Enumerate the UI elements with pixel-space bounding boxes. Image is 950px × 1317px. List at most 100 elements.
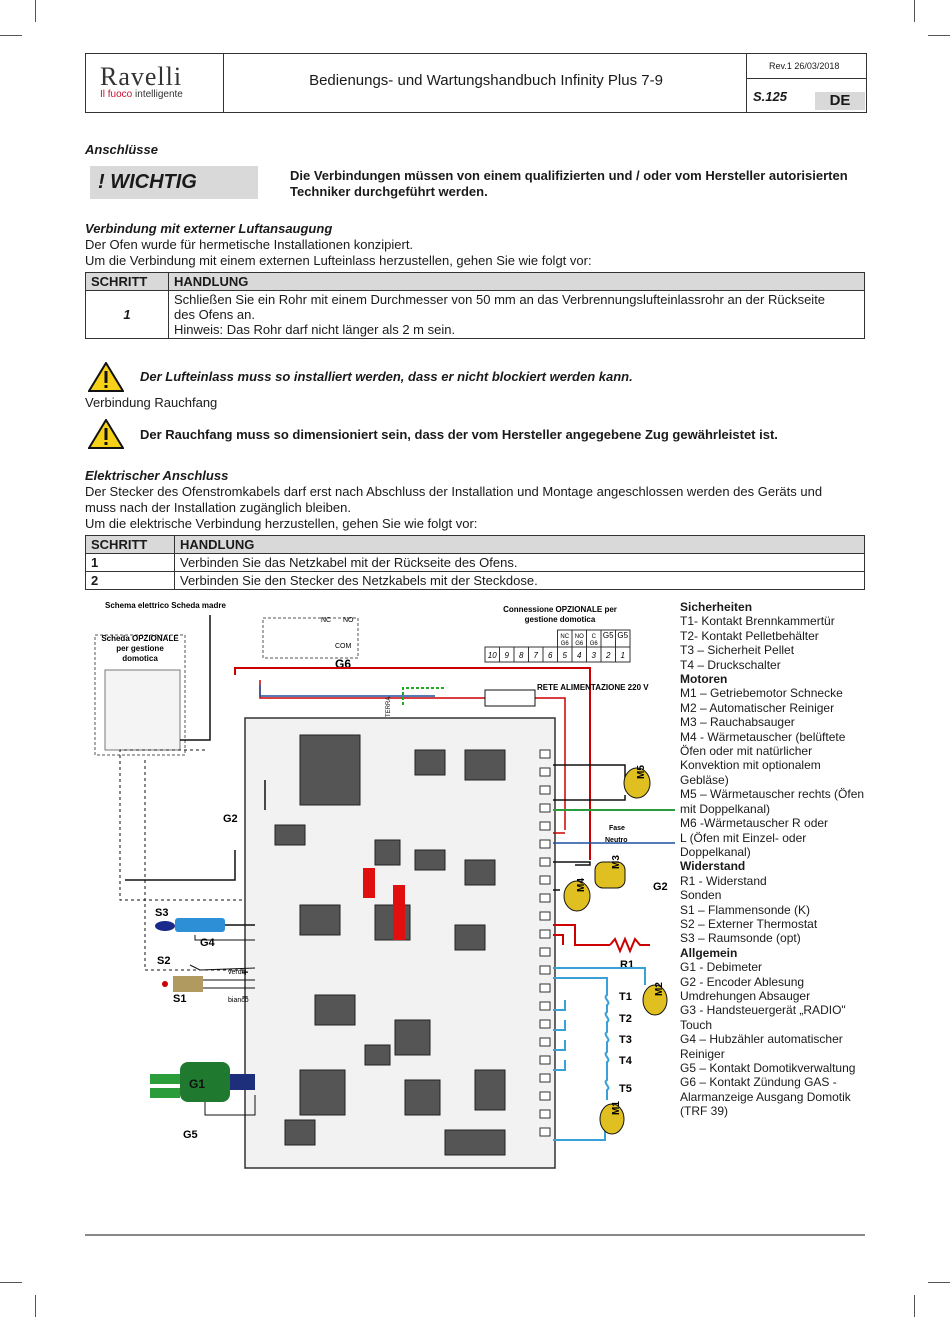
legend-item: M1 – Getriebemotor Schnecke xyxy=(680,686,843,701)
connector-label: G5 xyxy=(603,631,614,640)
label-s2: S2 xyxy=(157,955,170,967)
terminal-pin xyxy=(539,1055,551,1065)
label-g2-right: G2 xyxy=(653,881,668,893)
tagline-rest: intelligente xyxy=(135,89,183,100)
legend-heading: Sicherheiten xyxy=(680,600,753,614)
terminal-pin xyxy=(539,1127,551,1137)
revision-text: Rev.1 26/03/2018 xyxy=(769,61,840,71)
legend-item: Reiniger xyxy=(680,1046,725,1061)
warning-text-chimney: Der Rauchfang muss so dimensioniert sein… xyxy=(140,427,778,442)
crop-mark xyxy=(0,1282,22,1283)
motor-m1 xyxy=(599,1103,625,1135)
legend-item: G3 - Handsteuergerät „RADIO" xyxy=(680,1003,846,1018)
wire-dashed xyxy=(119,749,245,901)
board-component xyxy=(474,1069,506,1111)
step-number: 1 xyxy=(85,290,169,339)
connector-number: 4 xyxy=(577,651,582,660)
main-board xyxy=(244,717,556,1169)
legend-item: M5 – Wärmetauscher rechts (Öfen xyxy=(680,787,865,802)
board-component xyxy=(444,1129,506,1156)
connector-label: G6 xyxy=(590,641,599,647)
terminal-pin xyxy=(539,767,551,777)
legend-item: T2- Kontakt Pelletbehälter xyxy=(680,628,819,643)
label-m2: M2 xyxy=(654,982,665,996)
warning-icon xyxy=(88,362,124,392)
page-header: Ravelli Il fuoco intelligente Bedienungs… xyxy=(85,53,867,113)
legend-item: S3 – Raumsonde (opt) xyxy=(680,931,801,946)
motor-m3 xyxy=(594,861,626,889)
power-connector xyxy=(484,689,536,707)
mains-label: RETE ALIMENTAZIONE 220 V xyxy=(537,683,649,692)
language-badge: DE xyxy=(815,92,865,110)
wire-m1 xyxy=(553,1125,606,1141)
motor-m4 xyxy=(563,880,591,912)
relay-com: COM xyxy=(335,643,352,650)
legend-item: T1- Kontakt Brennkammertür xyxy=(680,614,835,629)
ravelli-logo: Ravelli Il fuoco intelligente xyxy=(86,54,224,112)
brand-tagline: Il fuoco intelligente xyxy=(100,89,183,100)
table-header: HANDLUNG xyxy=(168,272,865,291)
fase-label: Fase xyxy=(609,825,625,832)
g1-debimeter xyxy=(180,1062,230,1102)
legend-item: Alarmanzeige Ausgang Domotik xyxy=(680,1089,851,1104)
subsection-title-chimney: Verbindung Rauchfang xyxy=(85,395,218,410)
red-jumper xyxy=(393,885,405,940)
safety-wires xyxy=(553,977,610,1100)
board-component xyxy=(414,749,446,776)
terminal-pin xyxy=(539,947,551,957)
terminal-pin xyxy=(539,1019,551,1029)
divider xyxy=(747,78,867,79)
label-g4: G4 xyxy=(200,937,216,949)
label-t3: T3 xyxy=(619,1034,632,1046)
connector-label: C xyxy=(592,634,597,640)
connector-number: 8 xyxy=(519,651,524,660)
paragraph: muss nach der Installation zugänglich bl… xyxy=(85,500,351,515)
connector-number: 9 xyxy=(505,651,510,660)
terminal-pin xyxy=(539,1073,551,1083)
terminal-pin xyxy=(539,1001,551,1011)
relay-nc: NC xyxy=(321,617,331,624)
board-component xyxy=(314,994,356,1026)
table-header: SCHRITT xyxy=(85,535,175,554)
paragraph: Der Stecker des Ofenstromkabels darf ers… xyxy=(85,484,823,499)
label-g5: G5 xyxy=(183,1129,198,1141)
connector-number: 6 xyxy=(548,651,553,660)
board-component xyxy=(284,1119,316,1146)
terminal-pin xyxy=(539,857,551,867)
legend-item: R1 - Widerstand xyxy=(680,873,767,888)
legend-item: S2 – Externer Thermostat xyxy=(680,916,818,931)
legend-item: M3 – Rauchabsauger xyxy=(680,715,795,730)
motor-m2 xyxy=(642,984,668,1016)
wire-g4 xyxy=(194,935,255,941)
revision-box: Rev.1 26/03/2018 S.125 DE xyxy=(746,54,867,112)
wire-g6 xyxy=(180,615,211,741)
important-text-1: Die Verbindungen müssen von einem qualif… xyxy=(290,168,848,183)
board-component xyxy=(299,734,361,806)
s3-sensor xyxy=(175,918,225,932)
crop-mark xyxy=(914,1295,915,1317)
legend-item: (TRF 39) xyxy=(680,1104,728,1119)
wire-m3 xyxy=(553,861,591,866)
table-row: 1 Schließen Sie ein Rohr mit einem Durch… xyxy=(85,290,865,339)
label-m4: M4 xyxy=(576,878,587,892)
connector-number: 2 xyxy=(605,651,611,660)
legend-item: M6 -Wärmetauscher R oder xyxy=(680,816,829,831)
terminal-pin xyxy=(539,965,551,975)
terminal-pin xyxy=(539,749,551,759)
neutro-label: Neutro xyxy=(605,837,628,844)
label-t1: T1 xyxy=(619,991,632,1003)
opt-conn-label-2: gestione domotica xyxy=(525,615,596,624)
connector-number: 3 xyxy=(592,651,597,660)
wire-bianco: bianco xyxy=(228,997,249,1004)
wire-red xyxy=(234,667,591,860)
legend-item: L (Öfen mit Einzel- oder xyxy=(680,830,807,845)
terminal-pin xyxy=(539,929,551,939)
terra-label: TERRA xyxy=(386,697,392,717)
legend-item: S1 – Flammensonde (K) xyxy=(680,902,811,917)
board-component xyxy=(374,839,401,866)
wire-safety xyxy=(553,1020,566,1031)
step-action: Verbinden Sie den Stecker des Netzkabels… xyxy=(174,571,865,590)
